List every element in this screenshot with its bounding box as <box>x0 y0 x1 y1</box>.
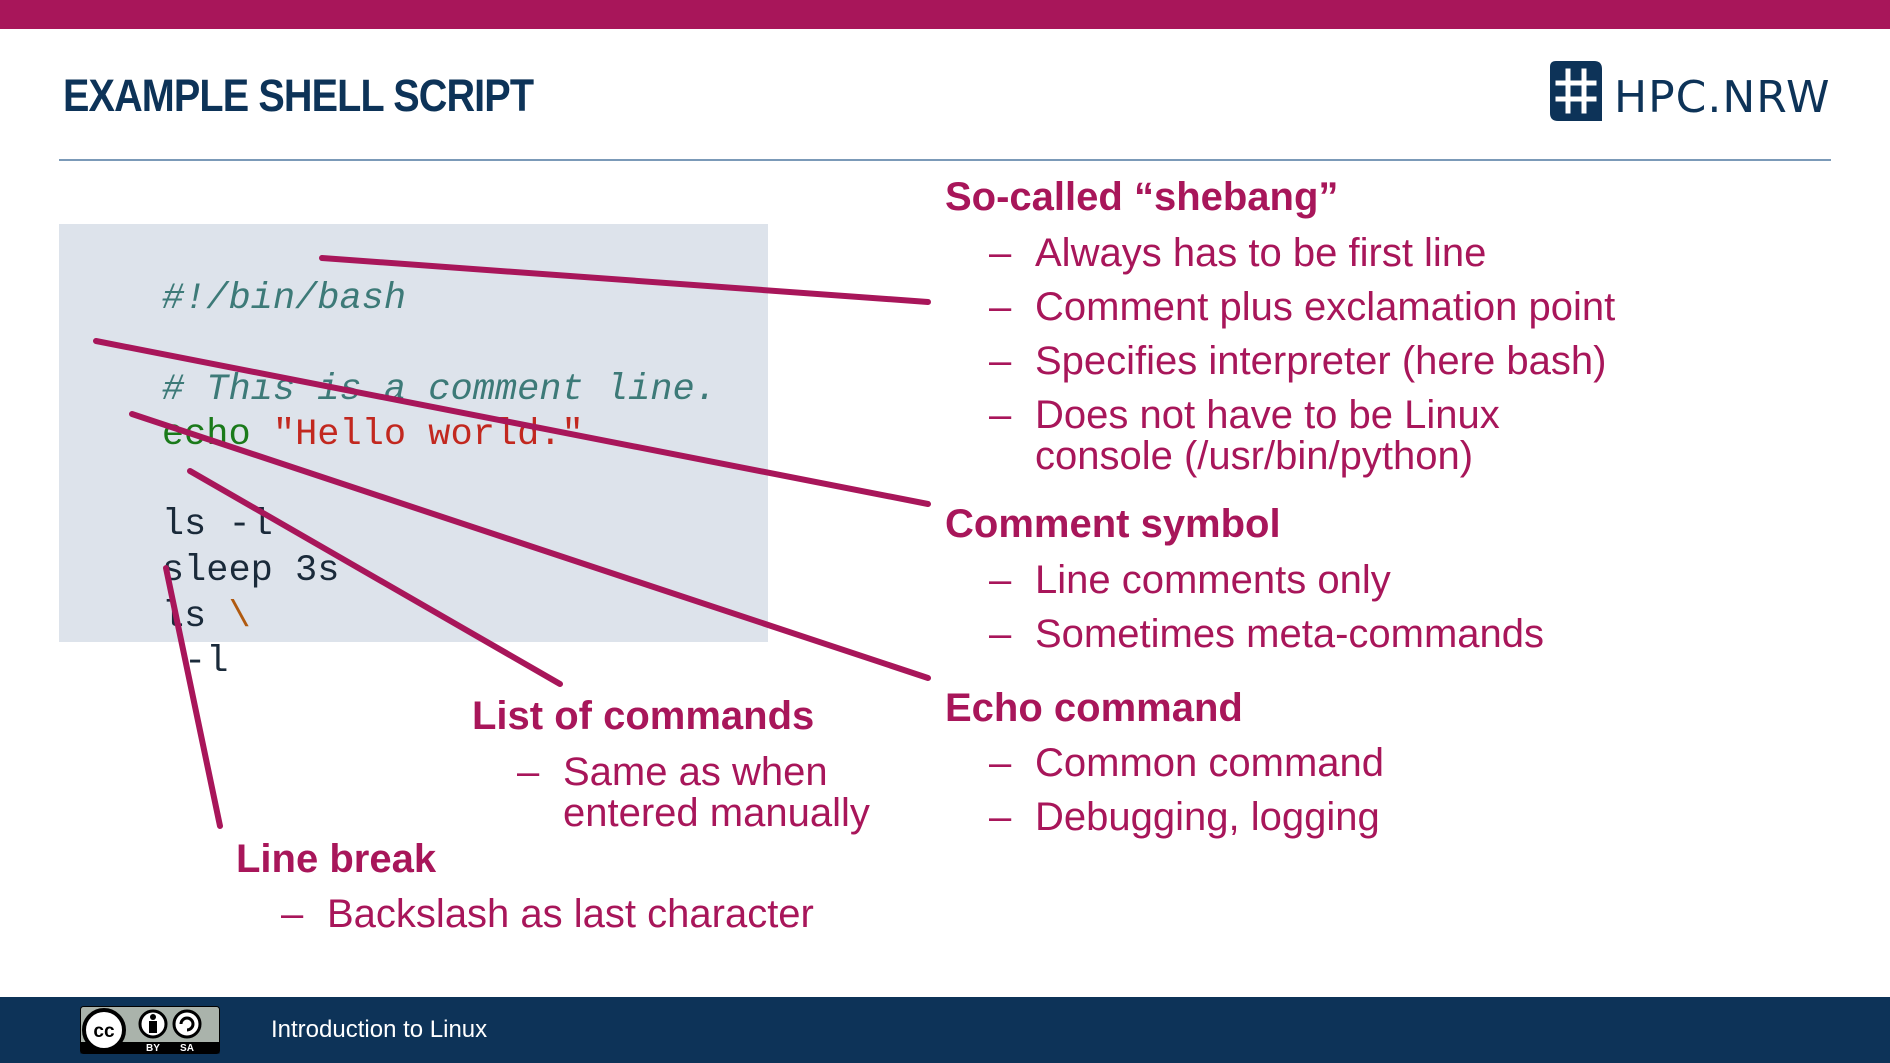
code-token: sleep 3s <box>161 550 340 592</box>
bullet-text: Debugging, logging <box>1035 795 1380 839</box>
bullet-dash: – <box>989 741 1012 785</box>
bullet-dash: – <box>989 558 1012 602</box>
bullet-text: Comment plus exclamation point <box>1035 285 1616 329</box>
bullet-dash: – <box>989 231 1012 275</box>
annotation-linebreak-heading: Line break <box>236 837 437 881</box>
connector-comment <box>93 338 931 507</box>
bullet-dash: – <box>517 750 540 794</box>
bullet-dash: – <box>989 339 1012 383</box>
bullet-text: Does not have to be Linux <box>1035 393 1500 437</box>
bullet-text: Common command <box>1035 741 1385 785</box>
code-token: \ <box>228 596 251 638</box>
connector-commands <box>187 468 563 687</box>
bullet-text: Specifies interpreter (here bash) <box>1035 339 1607 383</box>
title-divider <box>59 159 1831 161</box>
svg-text:cc: cc <box>93 1021 115 1042</box>
bullet-text: entered manually <box>563 791 870 835</box>
connector-shebang <box>319 255 931 305</box>
bullet-text: Same as when <box>563 750 828 794</box>
code-token: ls <box>161 596 229 638</box>
footer-bar <box>0 997 1890 1063</box>
code-line-shebang: #!/bin/bash <box>73 236 406 362</box>
annotation-echo-heading: Echo command <box>945 686 1243 730</box>
annotation-comment-heading: Comment symbol <box>945 502 1281 546</box>
cc-by-sa-icon: cc BY SA <box>80 1006 220 1054</box>
logo-text: HPC.NRW <box>1614 72 1831 123</box>
code-block: #!/bin/bash # This is a comment line. ec… <box>59 224 768 683</box>
code-token: "Hello world." <box>250 414 584 456</box>
connector-linebreak <box>163 565 223 829</box>
slide-title: EXAMPLE SHELL SCRIPT <box>63 70 534 121</box>
license-label: BY <box>146 1043 160 1054</box>
code-line-echo: echo "Hello world." <box>73 372 584 498</box>
footer-course-title: Introduction to Linux <box>271 1016 488 1043</box>
hash-logo-icon <box>1550 61 1602 121</box>
annotation-commands-heading: List of commands <box>472 694 815 738</box>
bullet-text: Line comments only <box>1035 558 1391 602</box>
connector-echo <box>129 411 931 681</box>
bullet-dash: – <box>989 612 1012 656</box>
code-token: #!/bin/bash <box>161 278 407 320</box>
bullet-dash: – <box>989 393 1012 437</box>
bullet-text: console (/usr/bin/python) <box>1035 434 1474 478</box>
bullet-dash: – <box>281 892 304 936</box>
top-accent-bar <box>0 0 1890 29</box>
bullet-text: Sometimes meta-commands <box>1035 612 1545 656</box>
license-label: SA <box>180 1043 194 1054</box>
annotation-shebang-heading: So-called “shebang” <box>945 175 1339 219</box>
bullet-dash: – <box>989 795 1012 839</box>
bullet-text: Always has to be first line <box>1035 231 1487 275</box>
bullet-dash: – <box>989 285 1012 329</box>
bullet-text: Backslash as last character <box>327 892 814 936</box>
code-line-ls-continued: ls \ <box>73 554 251 680</box>
code-line-sleep: sleep 3s <box>73 508 340 634</box>
